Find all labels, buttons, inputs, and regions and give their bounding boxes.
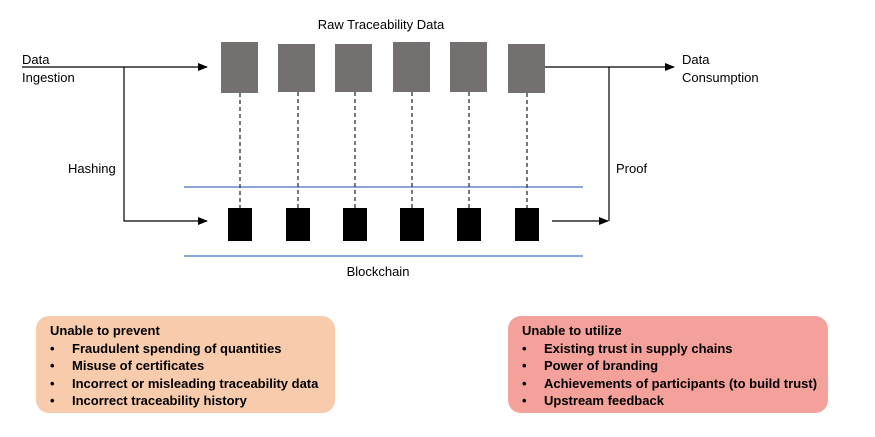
list-item: Achievements of participants (to build t… — [522, 375, 818, 393]
list-item: Upstream feedback — [522, 392, 818, 410]
blockchain-traceability-diagram: Raw Traceability Data Data Ingestion Dat… — [22, 17, 759, 279]
chain-blocks — [228, 208, 539, 241]
list-item: Incorrect traceability history — [50, 392, 325, 410]
chain-block — [457, 208, 481, 241]
unable-to-prevent-box: Unable to prevent Fraudulent spending of… — [36, 316, 335, 413]
chain-block — [228, 208, 252, 241]
raw-data-block — [393, 42, 430, 92]
data-consumption-label-line1: Data — [682, 52, 710, 67]
raw-data-block — [450, 42, 487, 92]
unable-to-prevent-list: Fraudulent spending of quantities Misuse… — [50, 340, 325, 410]
hashing-label: Hashing — [68, 161, 116, 176]
list-item: Misuse of certificates — [50, 357, 325, 375]
raw-data-block — [278, 44, 315, 92]
unable-to-utilize-list: Existing trust in supply chains Power of… — [522, 340, 818, 410]
unable-to-utilize-box: Unable to utilize Existing trust in supp… — [508, 316, 828, 413]
list-item: Incorrect or misleading traceability dat… — [50, 375, 325, 393]
list-item: Fraudulent spending of quantities — [50, 340, 325, 358]
dashed-links — [239, 92, 528, 208]
data-ingestion-label-line2: Ingestion — [22, 70, 75, 85]
raw-data-block — [508, 44, 545, 93]
list-item: Existing trust in supply chains — [522, 340, 818, 358]
raw-data-blocks — [221, 42, 545, 93]
unable-to-utilize-title: Unable to utilize — [522, 323, 622, 338]
unable-to-prevent-title: Unable to prevent — [50, 323, 160, 338]
chain-block — [343, 208, 367, 241]
list-item: Power of branding — [522, 357, 818, 375]
raw-data-label: Raw Traceability Data — [318, 17, 445, 32]
chain-block — [286, 208, 310, 241]
chain-block — [515, 208, 539, 241]
data-ingestion-label-line1: Data — [22, 52, 50, 67]
hashing-arrow — [123, 67, 208, 225]
data-consumption-label-line2: Consumption — [682, 70, 759, 85]
blockchain-label: Blockchain — [347, 264, 410, 279]
proof-label: Proof — [616, 161, 647, 176]
chain-block — [400, 208, 424, 241]
raw-data-block — [335, 44, 372, 92]
raw-data-block — [221, 42, 258, 93]
